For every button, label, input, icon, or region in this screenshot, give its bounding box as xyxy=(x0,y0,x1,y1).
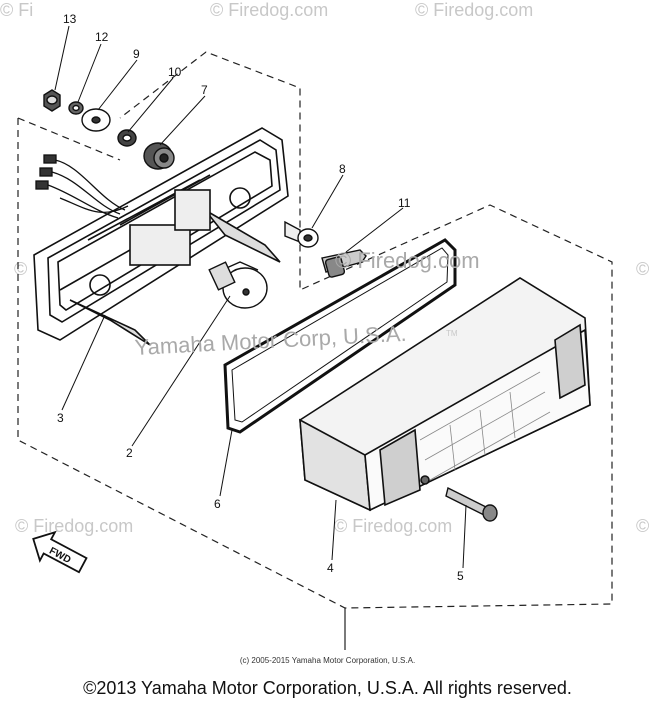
leader-lines xyxy=(54,25,467,569)
watermark-bottom-left: © Firedog.com xyxy=(15,516,133,536)
callout-5: 5 xyxy=(457,569,464,583)
watermark-top-left: © Fi xyxy=(0,0,33,20)
spring-washer-part-12 xyxy=(68,101,84,115)
watermark-mid-left: © xyxy=(14,259,27,279)
watermark-mid: © Firedog.com xyxy=(335,248,480,273)
small-copyright-text: (c) 2005-2015 Yamaha Motor Corporation, … xyxy=(239,656,416,665)
callout-9: 9 xyxy=(133,47,140,61)
nut-part-13 xyxy=(43,89,61,112)
screw-part-5 xyxy=(445,486,498,522)
plate-washer-part-9 xyxy=(81,108,111,132)
callout-6: 6 xyxy=(214,497,221,511)
screw-part-11 xyxy=(321,249,367,278)
collar-part-8 xyxy=(284,220,319,248)
bulb-part-2 xyxy=(208,261,268,309)
watermark-top-center: © Firedog.com xyxy=(210,0,328,20)
watermark-bottom-right: © xyxy=(636,516,649,536)
callout-3: 3 xyxy=(57,411,64,425)
wire-harness xyxy=(35,154,129,219)
callout-11: 11 xyxy=(398,196,411,210)
gasket-part-6 xyxy=(223,238,457,434)
watermark-top-right: © Firedog.com xyxy=(415,0,533,20)
lamp-housing xyxy=(33,127,289,346)
callout-7: 7 xyxy=(201,83,208,97)
callout-2: 2 xyxy=(126,446,133,460)
grommet-part-7 xyxy=(143,142,175,170)
watermark-tm: TM xyxy=(446,329,458,338)
assembly-boundary xyxy=(17,51,613,609)
callout-13: 13 xyxy=(63,12,77,26)
callout-4: 4 xyxy=(327,561,334,575)
footer-copyright-text: ©2013 Yamaha Motor Corporation, U.S.A. A… xyxy=(83,678,572,698)
boundary-segment xyxy=(17,117,121,161)
lens-part-4 xyxy=(299,277,591,512)
callout-12: 12 xyxy=(95,30,109,44)
callout-10: 10 xyxy=(168,65,182,79)
watermark-corporate: Yamaha Motor Corp, U.S.A. xyxy=(134,321,407,360)
watermark-mid-right: © xyxy=(636,259,649,279)
callout-8: 8 xyxy=(339,162,346,176)
fwd-arrow: FWD xyxy=(32,530,88,574)
watermark-bottom-mid: © Firedog.com xyxy=(334,516,452,536)
washer-part-10 xyxy=(117,129,137,147)
